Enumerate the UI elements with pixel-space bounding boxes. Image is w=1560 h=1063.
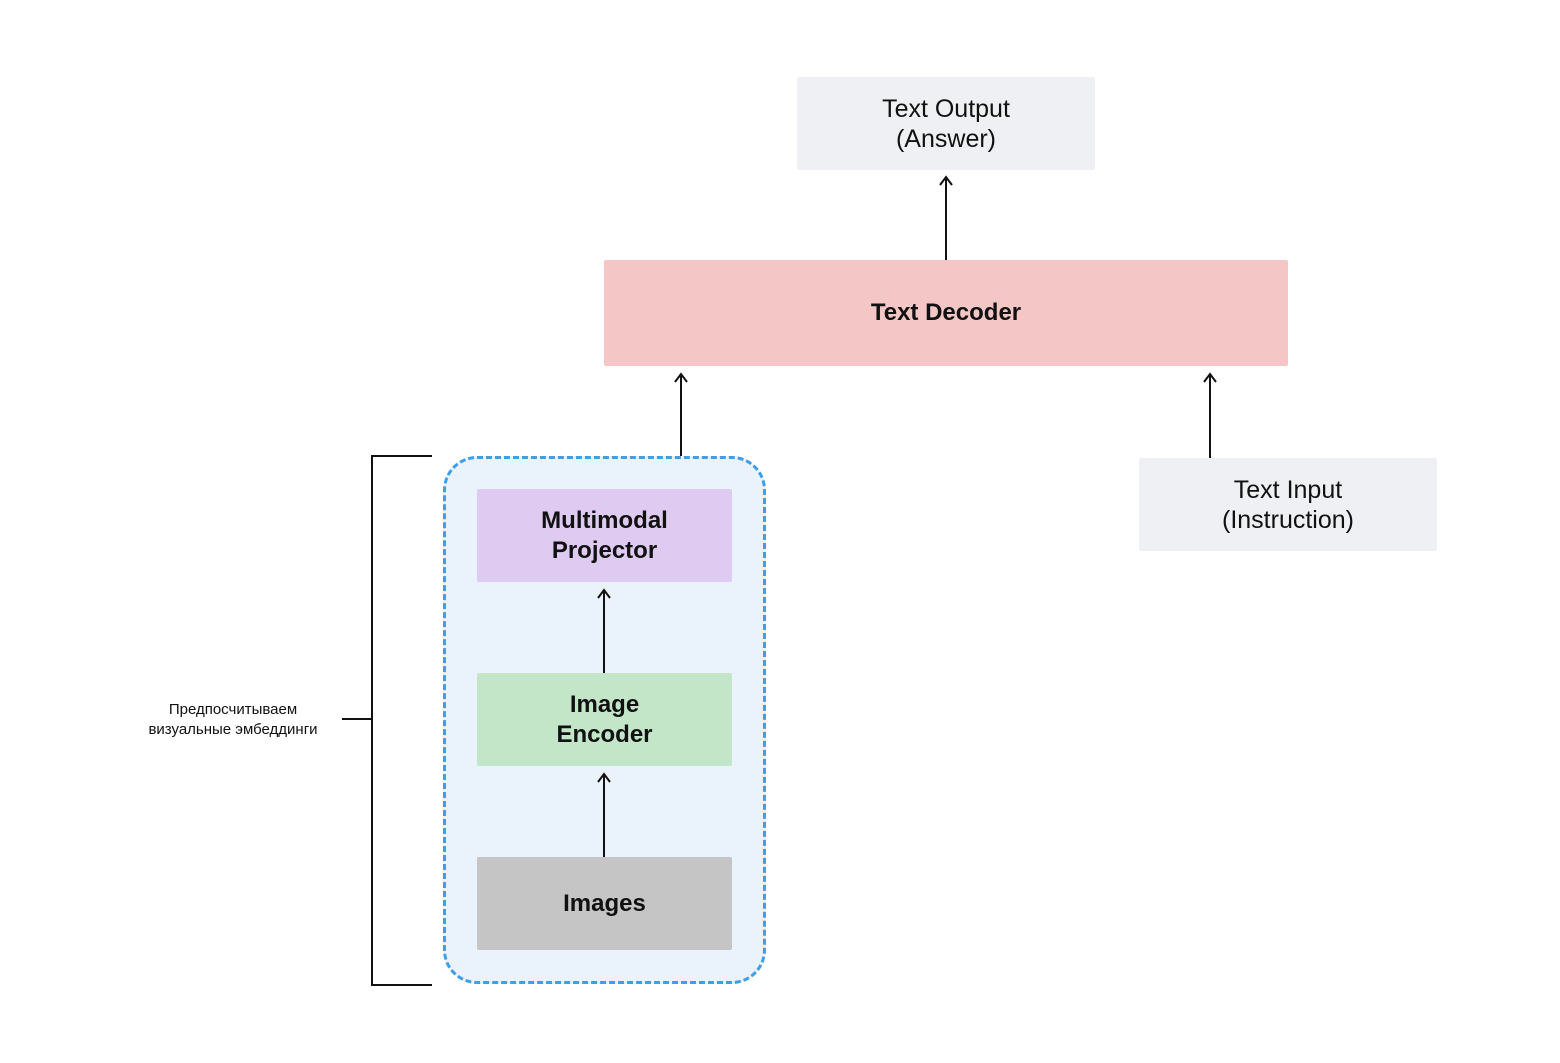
images-label: Images xyxy=(563,889,646,917)
text-output-label-line2: (Answer) xyxy=(895,124,996,153)
bracket-caption-line2: визуальные эмбеддинги xyxy=(148,721,318,738)
arrow-projector-to-decoder-head xyxy=(674,372,688,383)
text-decoder-label: Text Decoder xyxy=(870,299,1022,326)
projector-label-line2: Projector xyxy=(551,536,658,564)
images-box: Images xyxy=(477,857,732,950)
image-encoder-box: Image Encoder xyxy=(477,673,732,766)
text-input-box: Text Input (Instruction) xyxy=(1139,458,1437,551)
text-input-label-line2: (Instruction) xyxy=(1222,505,1354,534)
arrow-decoder-to-output-head xyxy=(939,175,953,186)
arrow-encoder-to-projector-head xyxy=(597,588,611,599)
encoder-label-line2: Encoder xyxy=(556,720,653,748)
arrow-images-to-encoder-head xyxy=(597,772,611,783)
arrow-input-to-decoder-head xyxy=(1203,372,1217,383)
bracket-caption-line1: Предпосчитываем xyxy=(168,701,298,718)
bracket-caption: Предпосчитываем визуальные эмбеддинги xyxy=(120,700,346,740)
projector-label-line1: Multimodal xyxy=(541,506,668,534)
bracket xyxy=(371,455,432,986)
text-decoder-box: Text Decoder xyxy=(604,260,1288,366)
text-output-box: Text Output (Answer) xyxy=(797,77,1095,170)
multimodal-projector-box: Multimodal Projector xyxy=(477,489,732,582)
encoder-label-line1: Image xyxy=(569,690,640,718)
text-output-label-line1: Text Output xyxy=(882,94,1010,123)
text-input-label-line1: Text Input xyxy=(1233,475,1343,504)
